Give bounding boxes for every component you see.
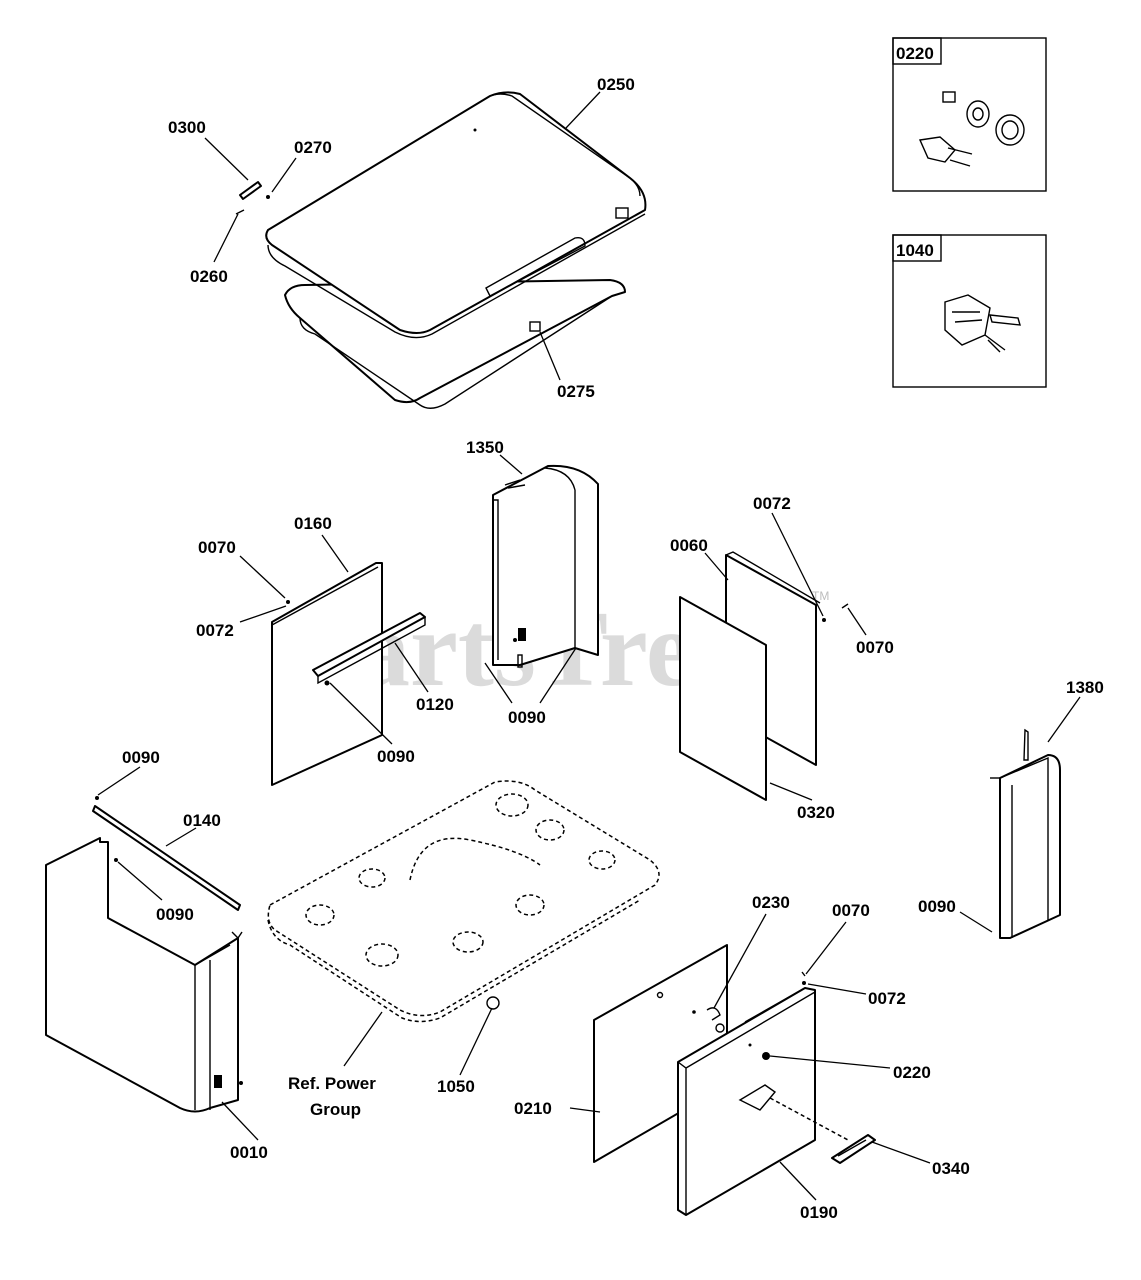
callout-0275: 0275 xyxy=(557,382,595,401)
latch-small-parts xyxy=(235,181,270,215)
callout-0072: 0072 xyxy=(868,989,906,1008)
inset-box-0220: 0220 xyxy=(892,37,1047,192)
latch-assembly-icon xyxy=(944,294,1021,353)
callout-ref-power: Ref. Power xyxy=(288,1074,376,1093)
callout-1050: 1050 xyxy=(437,1077,475,1096)
leader-lines xyxy=(97,91,1081,1201)
handle-part-0340 xyxy=(831,1134,876,1164)
callout-labels: 0250 0300 0270 0260 0275 1350 0160 0070 … xyxy=(122,75,1104,1222)
callout-0090: 0090 xyxy=(122,748,160,767)
callout-0140: 0140 xyxy=(183,811,221,830)
lid-part-0250 xyxy=(265,91,647,409)
callout-1380: 1380 xyxy=(1066,678,1104,697)
door-panel-part-0190 xyxy=(677,971,816,1216)
power-group-reference xyxy=(267,780,660,1023)
callout-0090: 0090 xyxy=(377,747,415,766)
watermark-trademark: TM xyxy=(812,589,829,603)
callout-0270: 0270 xyxy=(294,138,332,157)
callout-0060: 0060 xyxy=(670,536,708,555)
callout-0072: 0072 xyxy=(753,494,791,513)
callout-ref-group: Group xyxy=(310,1100,361,1119)
latch-part-0230 xyxy=(692,1007,725,1033)
panel-part-0160 xyxy=(271,562,426,786)
callout-0070: 0070 xyxy=(198,538,236,557)
callout-0090: 0090 xyxy=(508,708,546,727)
callout-0300: 0300 xyxy=(168,118,206,137)
panel-part-0010 xyxy=(45,837,243,1113)
inset-box-0220-title: 0220 xyxy=(896,44,934,63)
callout-1350: 1350 xyxy=(466,438,504,457)
panel-part-0320 xyxy=(679,596,767,801)
inset-box-1040-title: 1040 xyxy=(896,241,934,260)
callout-0230: 0230 xyxy=(752,893,790,912)
hidden-line xyxy=(769,1097,849,1141)
callout-0320: 0320 xyxy=(797,803,835,822)
callout-0010: 0010 xyxy=(230,1143,268,1162)
callout-0070: 0070 xyxy=(856,638,894,657)
callout-0250: 0250 xyxy=(597,75,635,94)
inset-box-1040: 1040 xyxy=(892,234,1047,388)
callout-0090: 0090 xyxy=(918,897,956,916)
callout-0220: 0220 xyxy=(893,1063,931,1082)
callout-0070: 0070 xyxy=(832,901,870,920)
callout-0210: 0210 xyxy=(514,1099,552,1118)
bar-part-0140 xyxy=(92,805,241,911)
panel-part-1380 xyxy=(990,728,1061,939)
knob-assembly-icon xyxy=(918,91,1025,167)
callout-0120: 0120 xyxy=(416,695,454,714)
callout-0190: 0190 xyxy=(800,1203,838,1222)
callout-0260: 0260 xyxy=(190,267,228,286)
callout-0160: 0160 xyxy=(294,514,332,533)
callout-0072: 0072 xyxy=(196,621,234,640)
callout-0090: 0090 xyxy=(156,905,194,924)
callout-0340: 0340 xyxy=(932,1159,970,1178)
panel-part-1350 xyxy=(492,464,599,668)
